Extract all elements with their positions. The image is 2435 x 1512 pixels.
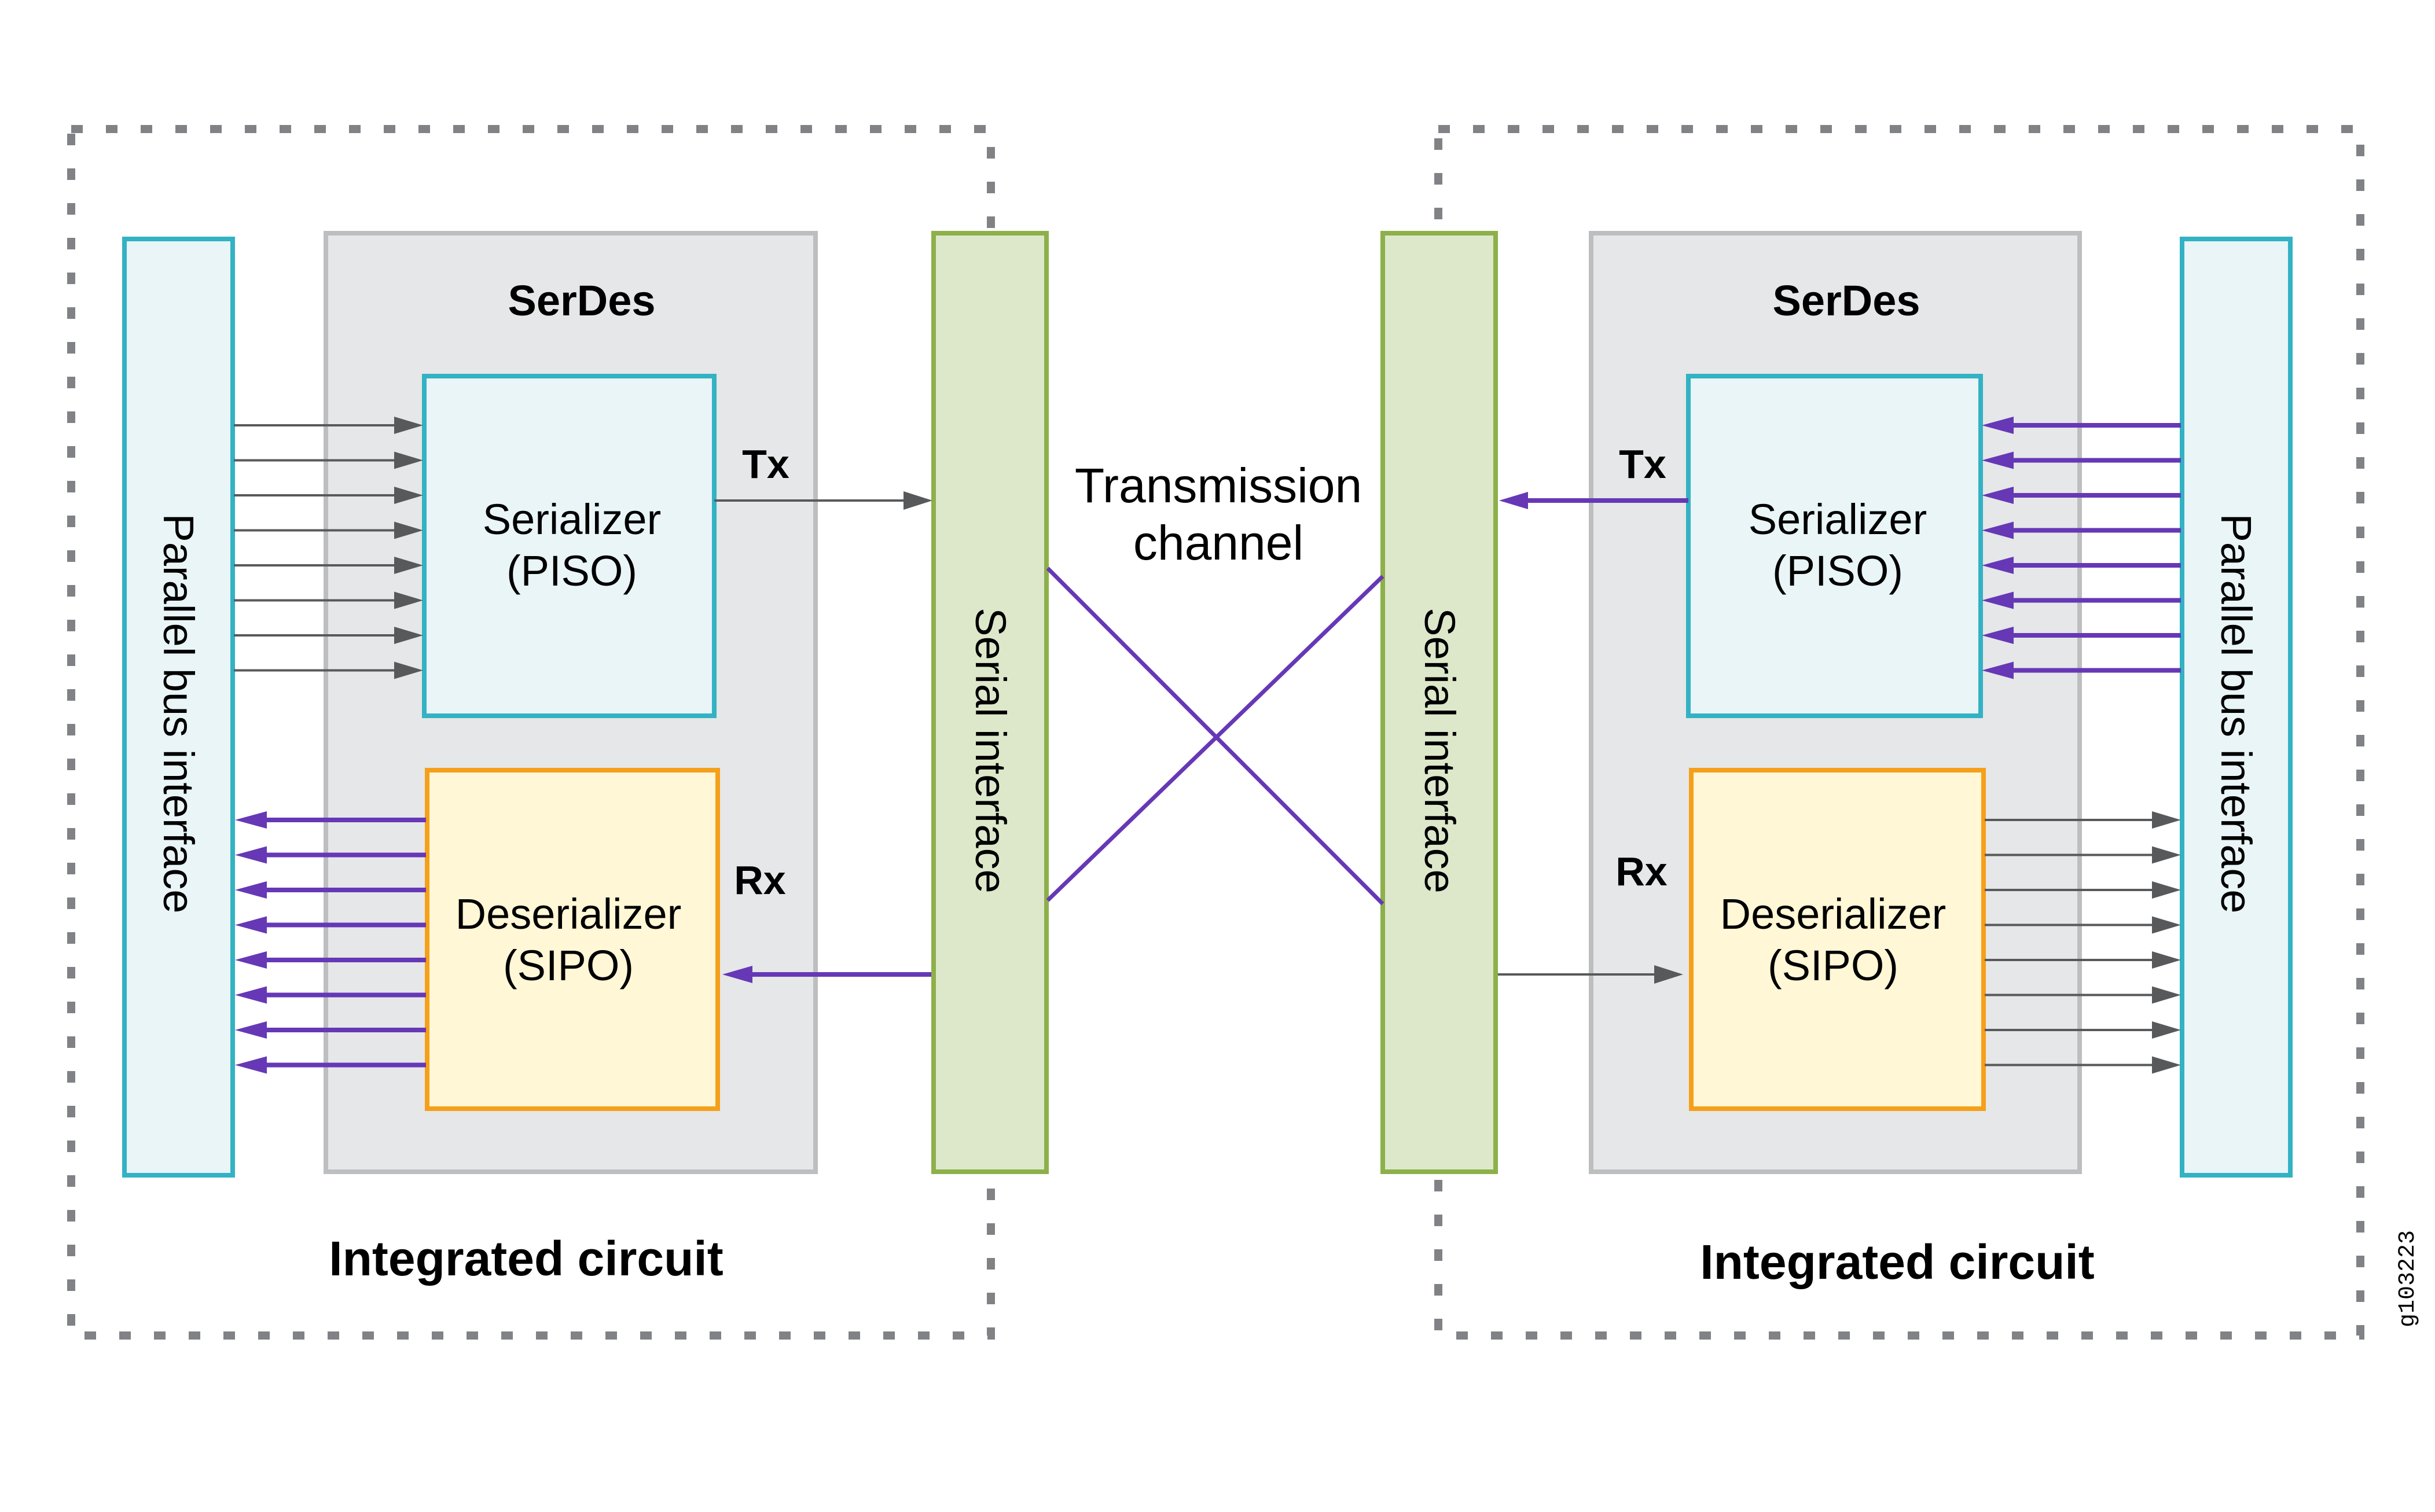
left-serial-interface-label: Serial interface xyxy=(967,608,1015,893)
left-ic-boundary xyxy=(67,125,995,1340)
left-parallel-bus xyxy=(122,237,235,1178)
left-tx-label: Tx xyxy=(742,442,789,487)
right-input-arrow-head xyxy=(1982,661,2014,679)
right-input-arrow-head xyxy=(1982,591,2014,609)
right-input-arrow-head xyxy=(1982,627,2014,644)
left-deserializer-block[interactable] xyxy=(425,768,720,1111)
right-output-arrow-head xyxy=(2152,951,2181,969)
left-output-arrow-head xyxy=(235,846,267,864)
right-output-arrow-head xyxy=(2152,986,2181,1004)
right-output-arrow-head xyxy=(2152,811,2181,829)
left-deserializer-type: (SIPO) xyxy=(503,941,634,989)
left-serializer-name: Serializer xyxy=(483,495,661,543)
left-input-arrow-head xyxy=(394,661,423,679)
right-rx-label: Rx xyxy=(1615,849,1668,894)
right-serializer-name: Serializer xyxy=(1749,495,1927,543)
right-serializer-type: (PISO) xyxy=(1772,547,1903,595)
right-serial-interface xyxy=(1380,231,1498,1174)
left-output-arrow-head xyxy=(235,951,267,969)
left-input-arrow-head xyxy=(394,591,423,609)
channel-line-tx-right-to-left xyxy=(1046,575,1384,902)
right-deserializer-name: Deserializer xyxy=(1720,890,1946,938)
left-tx-arrowhead xyxy=(904,491,932,510)
left-serdes-label: SerDes xyxy=(508,277,655,325)
left-serializer-block[interactable] xyxy=(422,374,717,718)
left-parallel-output-arrows xyxy=(235,811,426,1074)
right-output-arrow-head xyxy=(2152,881,2181,899)
right-ic-title: Integrated circuit xyxy=(1700,1235,2094,1289)
left-deserializer-name: Deserializer xyxy=(456,890,682,938)
left-input-arrow-head xyxy=(394,521,423,539)
right-tx-label: Tx xyxy=(1619,442,1666,487)
left-rx-arrowhead xyxy=(722,966,752,983)
right-input-arrow-head xyxy=(1982,451,2014,469)
right-serial-interface-label: Serial interface xyxy=(1416,608,1464,893)
right-tx-arrowhead xyxy=(1499,492,1528,509)
right-input-arrow-head xyxy=(1982,417,2014,434)
channel-label-line2: channel xyxy=(1133,516,1303,570)
right-deserializer-block[interactable] xyxy=(1689,768,1986,1111)
right-parallel-output-arrows xyxy=(1985,811,2181,1074)
right-output-arrow-head xyxy=(2152,1021,2181,1039)
right-input-arrow-head xyxy=(1982,487,2014,504)
right-output-arrow-head xyxy=(2152,916,2181,934)
left-serial-interface xyxy=(931,231,1049,1174)
left-input-arrow-head xyxy=(394,627,423,644)
left-output-arrow-head xyxy=(235,916,267,934)
right-rx-arrowhead xyxy=(1654,965,1683,984)
left-parallel-input-arrows xyxy=(234,417,423,679)
right-serdes-label: SerDes xyxy=(1772,277,1920,325)
left-output-arrow-head xyxy=(235,1056,267,1074)
right-output-arrow-head xyxy=(2152,846,2181,864)
left-output-arrow-head xyxy=(235,986,267,1004)
left-ic-title: Integrated circuit xyxy=(329,1231,723,1286)
left-output-arrow-head xyxy=(235,881,267,899)
left-rx-label: Rx xyxy=(734,858,786,903)
left-output-arrow-head xyxy=(235,811,267,829)
left-input-arrow-head xyxy=(394,487,423,504)
left-serializer-type: (PISO) xyxy=(506,547,637,595)
left-output-arrow-head xyxy=(235,1021,267,1039)
right-input-arrow-head xyxy=(1982,521,2014,539)
right-input-arrow-head xyxy=(1982,557,2014,574)
channel-label-line1: Transmission xyxy=(1075,458,1362,513)
right-parallel-bus xyxy=(2180,237,2293,1178)
left-input-arrow-head xyxy=(394,451,423,469)
left-input-arrow-head xyxy=(394,417,423,434)
figure-id: g103223 xyxy=(2395,1230,2421,1327)
left-parallel-bus-label: Parallel bus interface xyxy=(155,513,203,913)
right-output-arrow-head xyxy=(2152,1056,2181,1074)
left-input-arrow-head xyxy=(394,557,423,574)
right-serializer-block[interactable] xyxy=(1686,374,1983,718)
right-deserializer-type: (SIPO) xyxy=(1768,941,1898,989)
right-parallel-input-arrows xyxy=(1982,417,2181,679)
right-parallel-bus-label: Parallel bus interface xyxy=(2212,513,2260,913)
